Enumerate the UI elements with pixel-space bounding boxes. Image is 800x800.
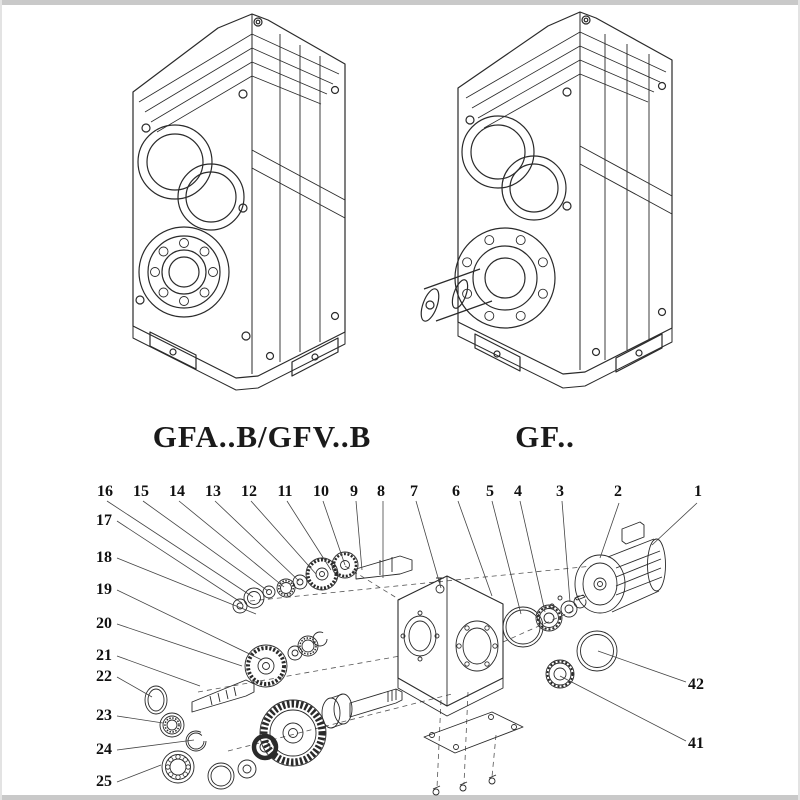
figure-caption-gf: GF..: [515, 419, 575, 454]
part-number-7: 7: [410, 483, 418, 500]
part-number-42: 42: [688, 676, 704, 693]
part-number-41: 41: [688, 735, 704, 752]
part-number-3: 3: [556, 483, 564, 500]
part-number-21: 21: [96, 647, 112, 664]
part-number-18: 18: [96, 549, 112, 566]
exploded-assembly: [144, 521, 666, 796]
part-number-12: 12: [241, 483, 257, 500]
part-number-5: 5: [486, 483, 494, 500]
part-number-6: 6: [452, 483, 460, 500]
page-edge-bottom: [0, 795, 800, 800]
part-number-15: 15: [133, 483, 149, 500]
page-edge-right: [798, 0, 800, 800]
part-number-20: 20: [96, 615, 112, 632]
part-number-25: 25: [96, 773, 112, 790]
leader-lines: [106, 500, 698, 783]
part-number-4: 4: [514, 483, 522, 500]
part-number-23: 23: [96, 707, 112, 724]
part-number-1: 1: [694, 483, 702, 500]
part-number-22: 22: [96, 668, 112, 685]
part-number-2: 2: [614, 483, 622, 500]
part-number-8: 8: [377, 483, 385, 500]
part-number-24: 24: [96, 741, 112, 758]
page-edge-top: [0, 0, 800, 5]
part-number-14: 14: [169, 483, 185, 500]
gearbox-drawing-gfab: [132, 13, 346, 391]
part-number-17: 17: [96, 512, 112, 529]
page-edge-left: [0, 0, 2, 800]
gearbox-drawing-gf: [420, 11, 673, 389]
figure-caption-gfab: GFA..B/GFV..B: [152, 419, 372, 454]
part-number-11: 11: [277, 483, 293, 500]
part-number-13: 13: [205, 483, 221, 500]
part-number-9: 9: [350, 483, 358, 500]
part-number-10: 10: [313, 483, 329, 500]
part-number-16: 16: [97, 483, 113, 500]
part-number-19: 19: [96, 581, 112, 598]
